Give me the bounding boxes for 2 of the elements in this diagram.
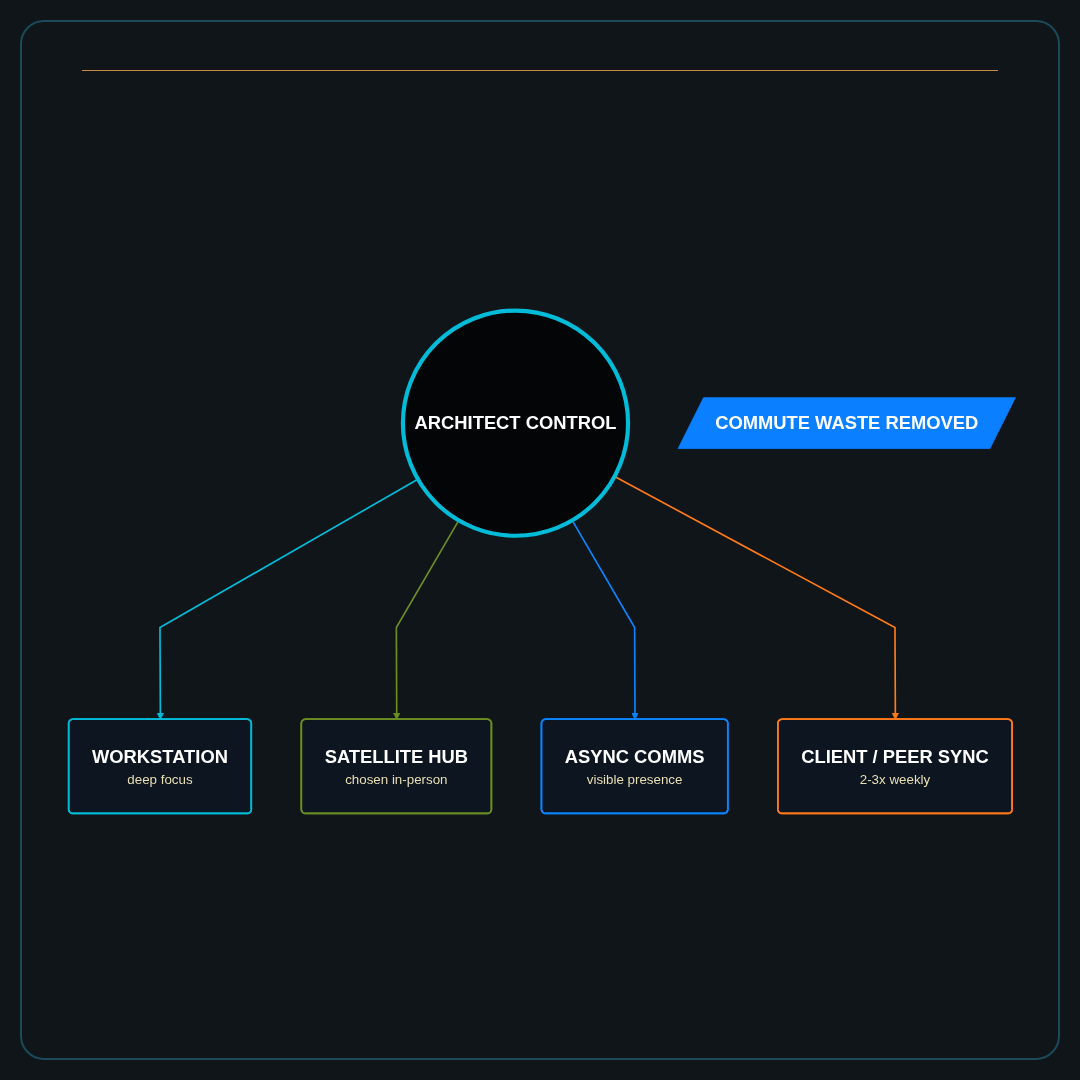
arrow <box>571 519 639 720</box>
node-circle: ARCHITECT CONTROL <box>400 308 631 538</box>
